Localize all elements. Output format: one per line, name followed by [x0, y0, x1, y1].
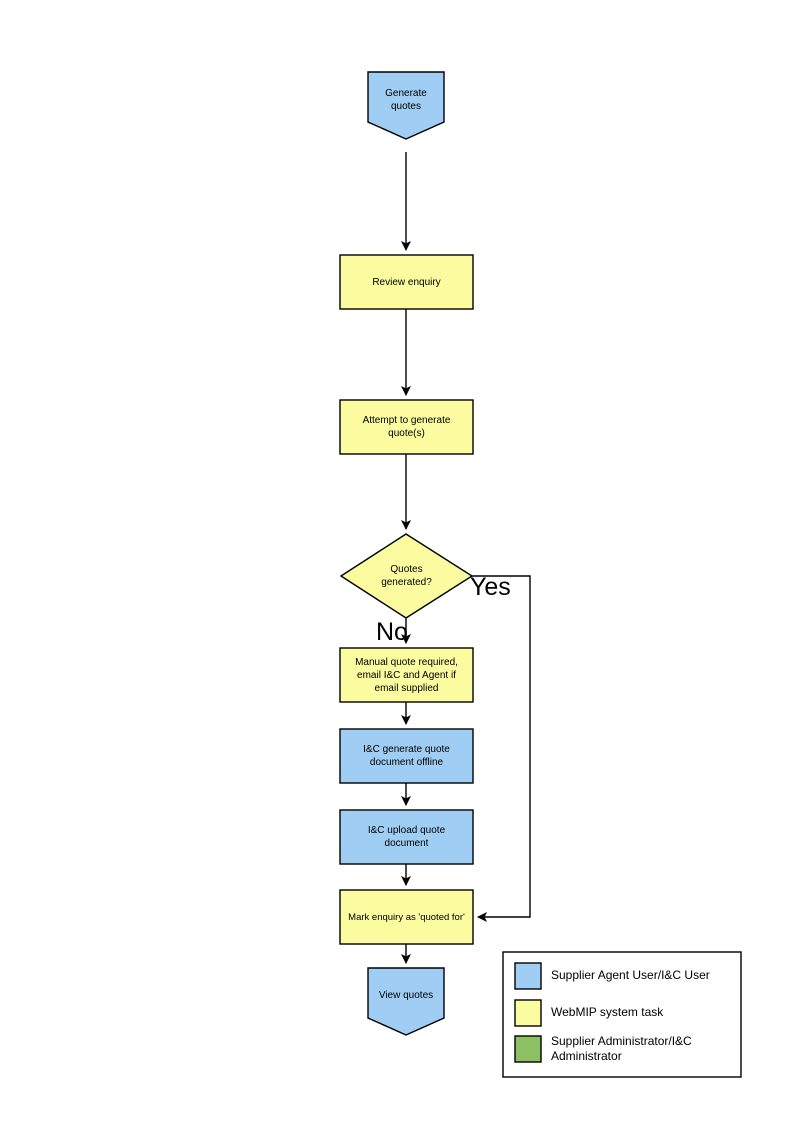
node-manual-quote-required[interactable] — [339, 647, 474, 703]
node-mark-enquiry-quoted-for[interactable] — [339, 889, 474, 945]
connector-decision-yes-to-mark — [472, 575, 531, 922]
legend-swatch-system-task — [514, 999, 542, 1027]
node-ic-upload-quote-document[interactable] — [339, 809, 474, 865]
legend-label-system-task: WebMIP system task — [551, 1005, 664, 1019]
node-quotes-generated-decision[interactable] — [339, 533, 474, 619]
node-attempt-generate-quotes[interactable] — [339, 399, 474, 455]
legend-swatch-admin-task — [514, 1035, 542, 1063]
legend-label-user-task: Supplier Agent User/I&C User — [551, 968, 710, 982]
node-ic-generate-quote-offline[interactable] — [339, 728, 474, 784]
legend-box — [502, 951, 742, 1078]
branch-label-yes: Yes — [470, 573, 511, 601]
branch-label-no: No — [376, 618, 408, 646]
node-generate-quotes[interactable] — [367, 71, 445, 140]
legend-label-admin-task: Supplier Administrator/I&C Administrator — [551, 1034, 692, 1063]
node-view-quotes[interactable] — [367, 967, 445, 1036]
legend-swatch-user-task — [514, 962, 542, 990]
node-review-enquiry[interactable] — [339, 254, 474, 310]
